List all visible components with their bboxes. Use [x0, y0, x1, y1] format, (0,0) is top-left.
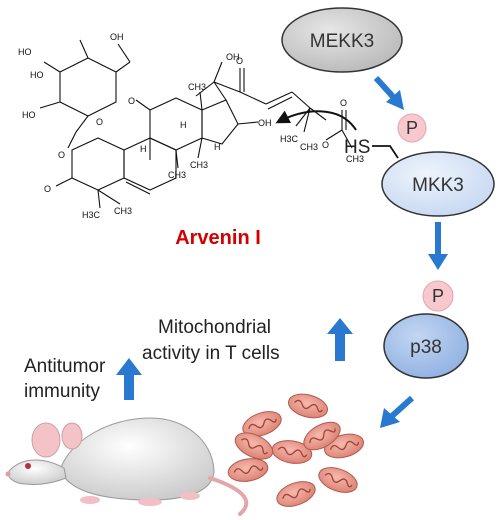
phospho-label-2: P — [432, 286, 444, 306]
atom-ho-mid: HO — [22, 110, 36, 120]
atom-h-3: H — [214, 142, 221, 152]
mito-label-line2: activity in T cells — [142, 343, 280, 364]
mito-label-line1: Mitochondrial — [158, 317, 271, 338]
node-mkk3: MKK3 — [381, 151, 495, 217]
atom-h3c: H3C — [82, 210, 101, 220]
mitochondrion — [318, 467, 358, 493]
node-p38: p38 — [383, 313, 469, 379]
atom-ch3-side: CH3 — [300, 142, 318, 152]
compound-name: Arvenin I — [175, 227, 261, 249]
ring-a — [71, 137, 125, 191]
atom-labels: HO OH HO HO O O O O H3C CH3 H H H CH3 CH… — [18, 32, 364, 220]
node-mekk3: MEKK3 — [281, 7, 403, 73]
atom-oh-ring: OH — [258, 118, 272, 128]
covalent-binding-arrow — [275, 110, 357, 131]
atom-o-acetyl: O — [340, 98, 347, 108]
arrow-mkk3-to-p38 — [428, 222, 448, 270]
thiol-label: HS — [344, 137, 370, 158]
atom-oh-side: OH — [226, 52, 240, 62]
atom-ch3-a: CH3 — [114, 206, 132, 216]
atom-o-ring: O — [96, 117, 103, 127]
atom-ch3-d: CH3 — [190, 160, 208, 170]
mekk3-label: MEKK3 — [310, 31, 374, 52]
atom-o-ester: O — [322, 140, 329, 150]
up-arrow-immunity — [116, 358, 142, 400]
mitochondrion — [227, 458, 269, 482]
up-arrow-mito — [327, 318, 353, 361]
atom-o-keto-left: O — [44, 184, 51, 194]
atom-ho-top: HO — [18, 47, 32, 57]
atom-ch3-acetyl: CH3 — [346, 154, 364, 164]
mitochondrion — [271, 440, 313, 464]
immunity-label-line2: immunity — [24, 381, 101, 402]
atom-ho-left: HO — [30, 70, 44, 80]
atom-o-keto-mid: O — [128, 96, 135, 106]
atom-oh-top: OH — [110, 32, 124, 42]
atom-o-glyco: O — [58, 150, 65, 160]
thiol-bond — [372, 145, 399, 159]
atom-h-2: H — [180, 120, 187, 130]
phospho-badge-mkk3: P — [397, 113, 427, 143]
arrow-p38-to-mitochondria — [380, 395, 415, 428]
mitochondrion — [303, 421, 341, 451]
glucose-ring — [59, 57, 117, 117]
atom-ch3-c: CH3 — [188, 82, 206, 92]
atom-h-1: H — [140, 144, 147, 154]
mitochondrion — [287, 393, 329, 419]
mkk3-label: MKK3 — [412, 175, 464, 196]
mitochondria-cluster — [227, 393, 365, 507]
mitochondrion — [234, 432, 274, 460]
mitochondrion — [276, 481, 316, 507]
p38-label: p38 — [410, 337, 442, 358]
phospho-badge-p38: P — [422, 280, 454, 312]
ring-d — [201, 99, 239, 145]
immunity-label-line1: Antitumor — [24, 356, 106, 377]
arvenin-i-structure — [39, 39, 353, 209]
atom-ch3-b: CH3 — [168, 170, 186, 180]
phospho-label-1: P — [406, 118, 418, 138]
atom-o-side-keto: O — [236, 56, 243, 66]
mouse-illustration — [5, 417, 249, 516]
arrow-mekk3-to-mkk3 — [373, 75, 404, 110]
mitochondrion — [242, 411, 282, 437]
ring-c — [149, 97, 203, 151]
atom-h3c-side: H3C — [280, 134, 299, 144]
